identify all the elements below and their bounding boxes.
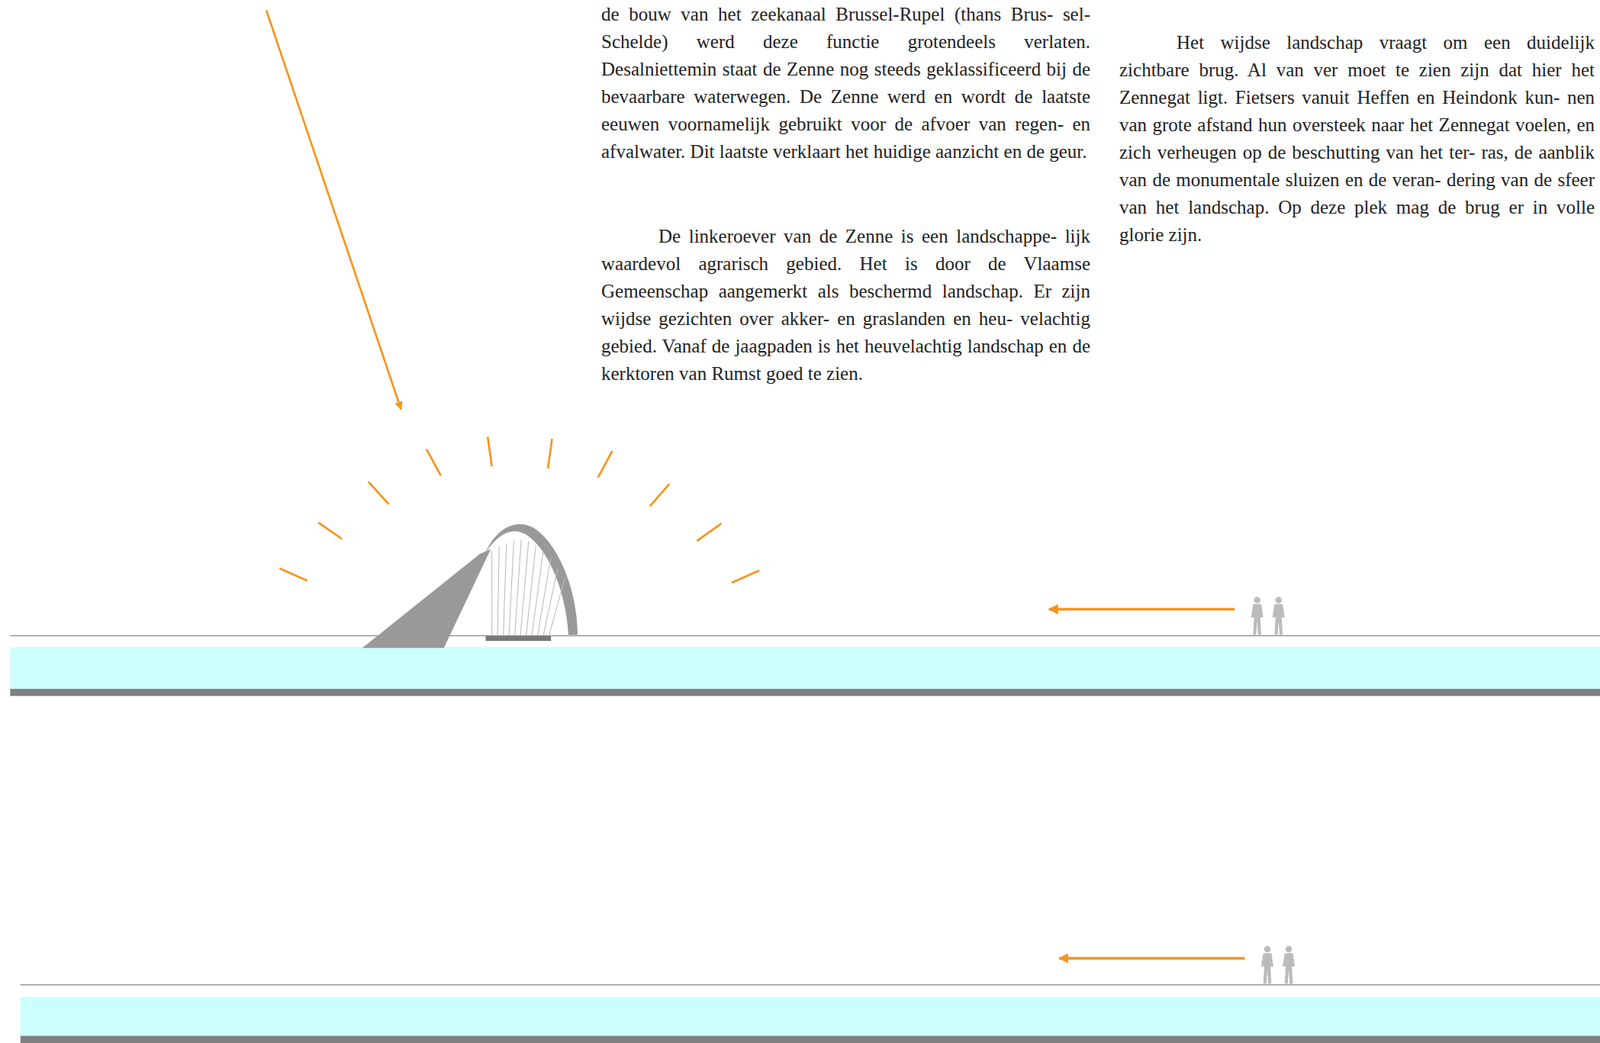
walker bbox=[1282, 946, 1295, 985]
direction-arrow bbox=[1059, 956, 1245, 960]
water-bed bbox=[20, 1036, 1600, 1043]
bridge-deck bbox=[486, 635, 552, 641]
direction-arrow bbox=[1049, 608, 1235, 611]
walker-head bbox=[1274, 596, 1282, 604]
sun-ray bbox=[426, 449, 442, 477]
bridge-cable bbox=[531, 550, 544, 636]
sun-ray bbox=[696, 523, 722, 541]
bridge-cable bbox=[526, 544, 537, 636]
body-paragraph: Het wijdse landschap vraagt om een duide… bbox=[1119, 28, 1595, 249]
bridge-cable bbox=[497, 547, 499, 637]
walker-body bbox=[1272, 604, 1285, 635]
walker-head bbox=[1285, 946, 1293, 953]
bridge-cable bbox=[508, 540, 514, 637]
walker-body bbox=[1251, 604, 1264, 635]
bridge-cable bbox=[543, 566, 558, 636]
walker-body bbox=[1261, 952, 1274, 984]
body-paragraph: de bouw van het zeekanaal Brussel-Rupel … bbox=[601, 0, 1091, 166]
water-band bbox=[20, 997, 1600, 1037]
sun-ray bbox=[279, 568, 307, 581]
bridge-cable bbox=[515, 540, 522, 637]
walker-figures bbox=[1251, 596, 1296, 984]
walker-body bbox=[1282, 952, 1295, 984]
sun-ray bbox=[487, 436, 492, 467]
water-bed bbox=[9, 688, 1600, 696]
ground-line bbox=[9, 635, 1600, 638]
bridge-cable bbox=[549, 576, 566, 637]
sun-ray bbox=[598, 450, 613, 478]
sun-arrow bbox=[266, 9, 402, 409]
walker-head bbox=[1264, 946, 1272, 953]
bridge-ramp bbox=[362, 549, 492, 649]
sun-rays bbox=[279, 436, 760, 583]
bridge-arch bbox=[486, 524, 578, 635]
walker bbox=[1272, 596, 1285, 635]
sun-ray bbox=[650, 483, 670, 506]
water-band bbox=[9, 647, 1600, 689]
sun-ray bbox=[731, 570, 760, 583]
bridge-cable bbox=[491, 550, 493, 636]
bridge-cable bbox=[537, 558, 551, 637]
bridge-cable bbox=[503, 543, 507, 637]
walker bbox=[1251, 596, 1264, 635]
walker-head bbox=[1253, 596, 1261, 604]
bridge-symbol bbox=[362, 524, 578, 648]
walker bbox=[1261, 946, 1274, 985]
ground-line bbox=[20, 984, 1600, 986]
sun-ray bbox=[547, 438, 552, 469]
sun-ray bbox=[318, 522, 342, 539]
sun-ray bbox=[368, 481, 390, 504]
body-paragraph: De linkeroever van de Zenne is een lands… bbox=[601, 222, 1091, 388]
